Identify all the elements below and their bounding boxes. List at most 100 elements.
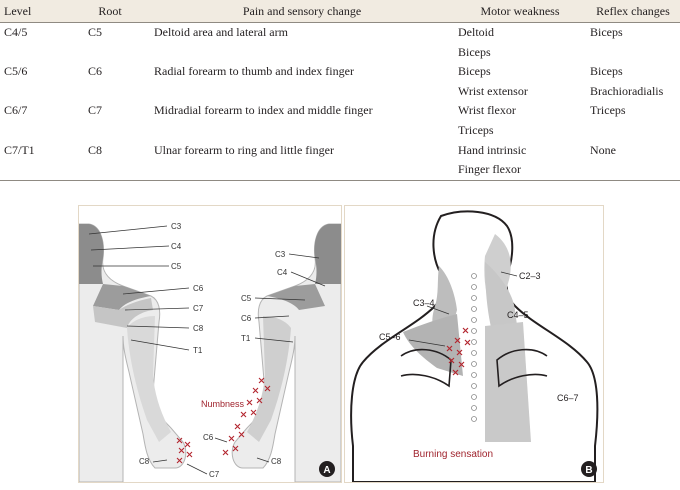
- right-arm-band-dark: [267, 284, 325, 310]
- right-label-c5: C5: [241, 294, 252, 303]
- cell-reflex: Biceps: [590, 25, 623, 39]
- left-label-t1: T1: [193, 346, 203, 355]
- table-row: Wrist extensor Brachioradialis: [0, 82, 680, 102]
- table-header-row: Level Root Pain and sensory change Motor…: [0, 0, 680, 23]
- table-row: Finger flexor: [0, 160, 680, 181]
- cell-root: [70, 160, 150, 181]
- table-row: Triceps: [0, 121, 680, 141]
- hand-label-c6: C6: [203, 433, 214, 442]
- burning-marks: [446, 327, 471, 376]
- cell-reflex: Triceps: [590, 103, 626, 118]
- left-scapula-line: [400, 348, 452, 388]
- hand-labels: C6 C8 C7 C8: [139, 433, 282, 479]
- region-c5-6: [403, 314, 463, 376]
- right-neck-dermatome: [314, 224, 341, 284]
- panel-b-letter: B: [585, 465, 592, 476]
- right-label-c3: C3: [275, 250, 286, 259]
- cell-pain: Midradial forearm to index and middle fi…: [154, 103, 373, 118]
- hand-leader-lines: [152, 437, 270, 475]
- right-forearm-band: [247, 316, 291, 442]
- left-leader-lines: [88, 225, 190, 351]
- left-label-c7: C7: [193, 304, 204, 313]
- cell-level: C7/T1: [4, 142, 35, 157]
- cell-pain: [150, 82, 454, 102]
- label-c4-5: C4–5: [507, 310, 529, 320]
- cell-root: [70, 82, 150, 102]
- cell-pain: [150, 121, 454, 141]
- cell-reflex: [586, 43, 680, 63]
- cell-root: [70, 121, 150, 141]
- cell-level: [0, 121, 70, 141]
- cell-motor: Triceps: [458, 122, 494, 137]
- right-dermatome-labels: C3 C4 C5 C6 T1: [241, 250, 288, 343]
- table-row: C6/7 C7 Midradial forearm to index and m…: [0, 101, 680, 121]
- cell-root: C8: [88, 142, 103, 157]
- cell-motor: Wrist flexor: [458, 103, 516, 118]
- header-reflex: Reflex changes: [586, 0, 680, 23]
- cell-pain: [150, 160, 454, 181]
- label-c3-4: C3–4: [413, 298, 435, 308]
- label-c6-7: C6–7: [557, 393, 579, 403]
- table-row: C7/T1 C8 Ulnar forearm to ring and littl…: [0, 141, 680, 161]
- cell-level: C4/5: [4, 25, 28, 39]
- hand-label-c7: C7: [209, 470, 220, 479]
- spine-vertebrae: [471, 273, 477, 422]
- cell-reflex: Biceps: [590, 64, 623, 79]
- cell-level: C5/6: [4, 64, 28, 79]
- leader-c3-4: [426, 305, 450, 315]
- cell-pain: Radial forearm to thumb and index finger: [154, 64, 354, 79]
- cell-level: [0, 160, 70, 181]
- left-arm-band-mid: [93, 298, 153, 328]
- figure-panel-a: C3 C4 C5 C6 C7 C8 T1 C3 C4 C5 C6 T1 Numb…: [78, 205, 342, 483]
- left-label-c5: C5: [171, 262, 182, 271]
- cell-root: C6: [88, 64, 103, 79]
- numbness-label: Numbness: [201, 399, 245, 409]
- cell-level: [0, 43, 70, 63]
- cell-level: [0, 82, 70, 102]
- table-row: Biceps: [0, 43, 680, 63]
- right-label-c4: C4: [277, 268, 288, 277]
- panel-a-badge: [319, 461, 335, 477]
- cell-pain: Ulnar forearm to ring and little finger: [154, 142, 334, 157]
- figure-panel-b: C2–3 C3–4 C4–5 C5–6 C6–7 Burning sensati…: [344, 205, 604, 483]
- head-and-shoulders-outline: [350, 210, 599, 482]
- cell-reflex: [586, 160, 680, 181]
- header-motor: Motor weakness: [454, 0, 586, 23]
- panel-b-badge: [581, 461, 597, 477]
- cell-pain: Deltoid area and lateral arm: [154, 25, 288, 39]
- cell-reflex: [586, 121, 680, 141]
- cell-root: C7: [88, 103, 103, 118]
- right-leader-lines: [254, 253, 326, 343]
- cell-motor: Deltoid: [458, 25, 494, 39]
- cell-root: C5: [88, 25, 103, 39]
- right-scapula-line: [496, 348, 548, 388]
- cell-motor: Wrist extensor: [458, 83, 528, 98]
- left-label-c8: C8: [193, 324, 204, 333]
- cell-reflex: Brachioradialis: [590, 83, 664, 98]
- cell-motor: Biceps: [458, 44, 491, 59]
- leader-c2-3: [500, 271, 518, 277]
- left-forearm-band: [127, 316, 171, 442]
- left-neck-dermatome: [79, 224, 104, 284]
- back-pain-illustration: C2–3 C3–4 C4–5 C5–6 C6–7 Burning sensati…: [350, 210, 599, 482]
- back-dermatome-labels: C2–3 C3–4 C4–5 C5–6 C6–7: [379, 271, 579, 403]
- numbness-marks: [176, 377, 271, 464]
- clinical-table-container: Level Root Pain and sensory change Motor…: [0, 0, 680, 181]
- hand-label-c8-right: C8: [271, 457, 282, 466]
- table-row: C5/6 C6 Radial forearm to thumb and inde…: [0, 62, 680, 82]
- label-c5-6: C5–6: [379, 332, 401, 342]
- left-label-c4: C4: [171, 242, 182, 251]
- panel-a-letter: A: [323, 465, 330, 476]
- right-label-t1: T1: [241, 334, 251, 343]
- cell-motor: Finger flexor: [454, 160, 586, 181]
- cell-reflex: None: [590, 142, 616, 157]
- cell-motor: Hand intrinsic: [458, 142, 527, 157]
- radiculopathy-table: Level Root Pain and sensory change Motor…: [0, 0, 680, 181]
- cell-pain: [150, 43, 454, 63]
- cell-root: [70, 43, 150, 63]
- hand-label-c8-left: C8: [139, 457, 150, 466]
- region-c6-7: [485, 322, 531, 442]
- cell-motor: Biceps: [458, 64, 491, 79]
- left-label-c6: C6: [193, 284, 204, 293]
- left-dermatome-labels: C3 C4 C5 C6 C7 C8 T1: [171, 222, 204, 355]
